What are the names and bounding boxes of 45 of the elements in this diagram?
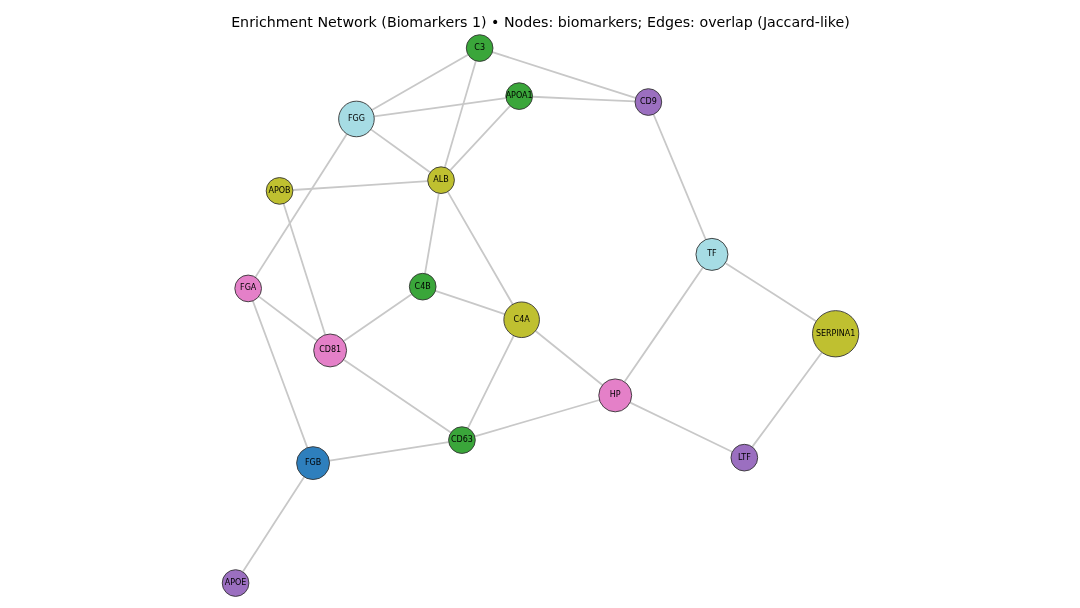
connector xyxy=(473,399,600,438)
connector xyxy=(423,192,440,275)
connector xyxy=(443,60,477,168)
connector xyxy=(369,128,431,174)
connector xyxy=(491,51,636,99)
connector xyxy=(446,190,514,306)
connector xyxy=(534,330,603,386)
node-circle: C3 xyxy=(465,34,493,62)
connector xyxy=(724,262,817,322)
node-circle: C4A xyxy=(502,301,540,338)
connector xyxy=(531,95,636,103)
node-circle: HP xyxy=(597,378,632,413)
connector xyxy=(370,53,469,111)
node-circle: ALB xyxy=(426,166,455,194)
diagram-title: Enrichment Network (Biomarkers 1) • Nodes: biomarkers; Edges: overlap (Jaccard-like) xyxy=(230,13,850,30)
connector xyxy=(342,293,412,342)
connector xyxy=(291,180,429,191)
node-circle: LTF xyxy=(730,443,758,472)
connector xyxy=(282,202,326,336)
connector xyxy=(372,97,507,118)
connector xyxy=(342,358,452,434)
connector xyxy=(623,266,704,383)
connector xyxy=(751,351,823,448)
connector xyxy=(628,401,733,453)
connector xyxy=(251,300,308,449)
node-circle: APOE xyxy=(221,569,249,597)
node-circle: APOA1 xyxy=(504,82,533,110)
node-circle: C4B xyxy=(408,272,436,301)
node-circle: CD63 xyxy=(447,426,476,454)
node-circle: FGA xyxy=(233,274,262,303)
node-circle: SERPINA1 xyxy=(811,310,859,358)
connector xyxy=(257,295,318,342)
connector xyxy=(254,133,348,278)
node-circle: TF xyxy=(694,237,728,271)
node-circle: FGG xyxy=(337,100,375,138)
connector xyxy=(328,441,449,462)
node-circle: CD81 xyxy=(312,333,347,368)
connector xyxy=(448,105,511,172)
node-circle: APOB xyxy=(265,177,293,205)
node-circle: FGB xyxy=(295,446,330,480)
connector xyxy=(241,476,305,573)
connector xyxy=(652,113,707,241)
connector xyxy=(466,334,515,429)
connector xyxy=(434,290,506,315)
node-circle: CD9 xyxy=(634,88,662,116)
